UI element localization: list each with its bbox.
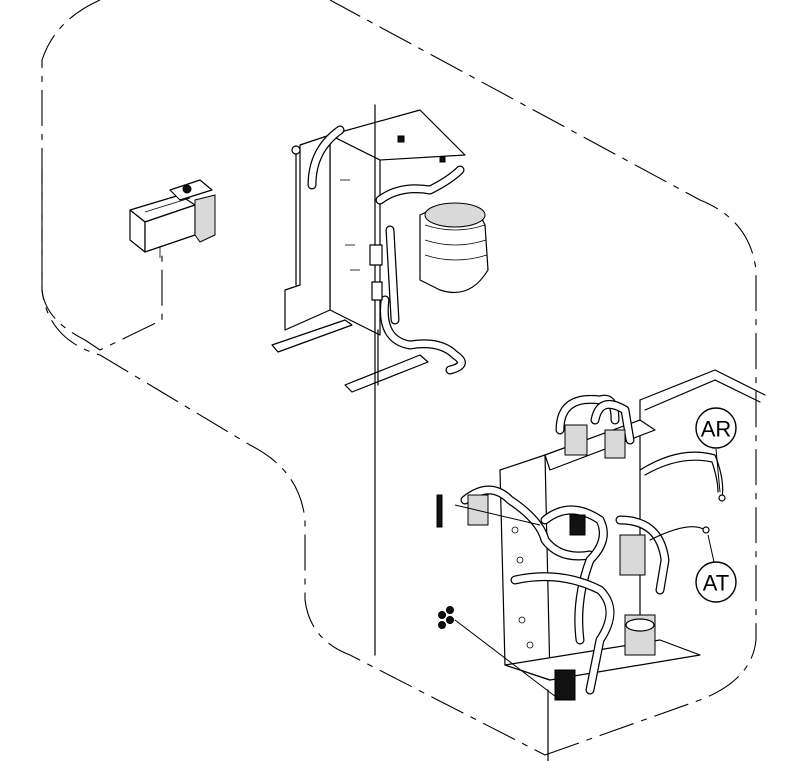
callout-at: AT — [695, 534, 737, 603]
callout-ar: AR — [695, 407, 737, 493]
bracket-outline — [639, 369, 766, 641]
boundary-motor-area — [41, 170, 163, 351]
boundary-upper-group — [41, 0, 757, 756]
upper-bracket-assembly — [271, 104, 489, 396]
callout-ar-label: AR — [701, 417, 732, 442]
lower-valve-assembly — [374, 394, 726, 761]
small-motor-assembly — [129, 179, 216, 258]
callout-at-label: AT — [703, 571, 729, 596]
